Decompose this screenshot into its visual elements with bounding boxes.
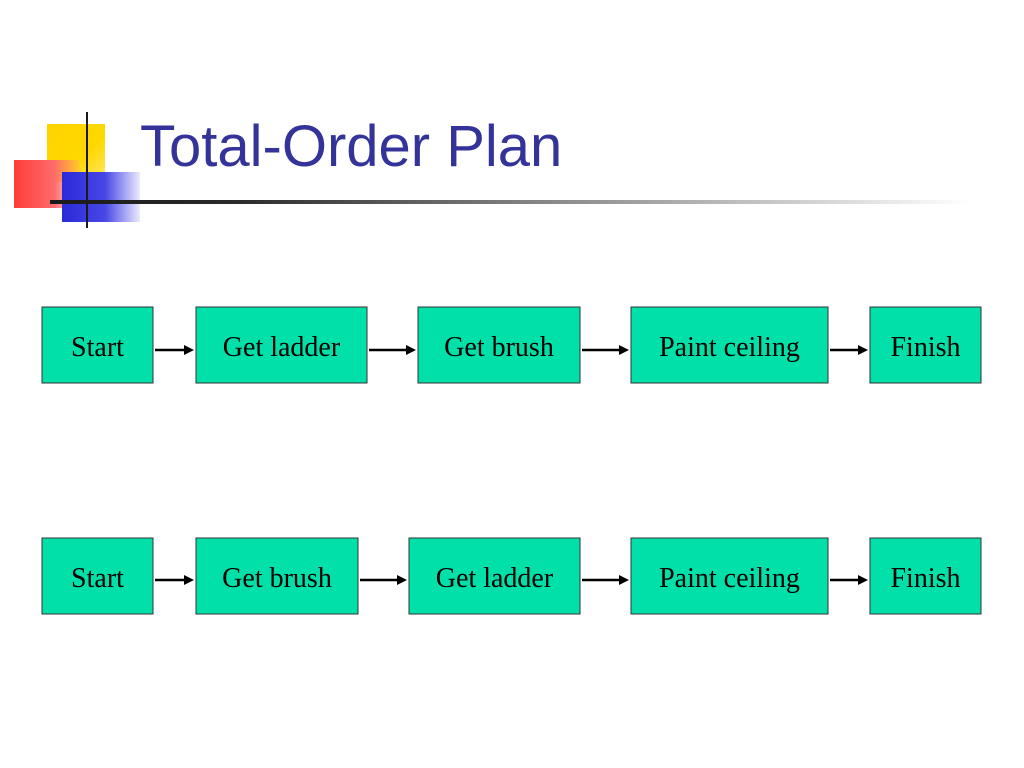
svg-text:Get brush: Get brush: [222, 563, 332, 594]
svg-text:Get ladder: Get ladder: [223, 332, 341, 363]
plan-row-2: Start Get brush Get ladder: [41, 537, 982, 615]
plan-1-arrow-3: [582, 345, 629, 355]
plan-2-arrow-4: [830, 575, 868, 585]
slide-title: Total-Order Plan: [140, 114, 563, 179]
blue-square-decoration: [62, 172, 140, 222]
plan-1-step-get-ladder: Get ladder: [195, 306, 368, 384]
plan-2-arrow-1: [155, 575, 194, 585]
vertical-rule-decoration: [86, 112, 88, 228]
svg-text:Get ladder: Get ladder: [436, 563, 554, 594]
plan-2-step-paint-ceiling: Paint ceiling: [630, 537, 829, 615]
plan-1-step-finish: Finish: [869, 306, 982, 384]
decorative-logo: [0, 0, 160, 240]
plan-2-step-get-ladder: Get ladder: [408, 537, 581, 615]
svg-text:Paint ceiling: Paint ceiling: [659, 332, 800, 363]
svg-text:Finish: Finish: [890, 563, 960, 594]
plan-2-step-finish: Finish: [869, 537, 982, 615]
plan-1-arrow-1: [155, 345, 194, 355]
svg-text:Finish: Finish: [890, 332, 960, 363]
svg-text:Get brush: Get brush: [444, 332, 554, 363]
plan-1-arrow-4: [830, 345, 868, 355]
svg-text:Start: Start: [71, 332, 124, 363]
plan-1-step-paint-ceiling: Paint ceiling: [630, 306, 829, 384]
plan-row-1: Start Get ladder Get brush: [41, 306, 982, 384]
svg-text:Start: Start: [71, 563, 124, 594]
plan-2-arrow-2: [360, 575, 407, 585]
plan-1-step-start: Start: [41, 306, 154, 384]
plan-1-step-get-brush: Get brush: [417, 306, 581, 384]
title-underline-rule: [50, 200, 970, 204]
plan-2-step-start: Start: [41, 537, 154, 615]
plan-2-arrow-3: [582, 575, 629, 585]
plan-2-step-get-brush: Get brush: [195, 537, 359, 615]
svg-text:Paint ceiling: Paint ceiling: [659, 563, 800, 594]
plan-1-arrow-2: [369, 345, 416, 355]
